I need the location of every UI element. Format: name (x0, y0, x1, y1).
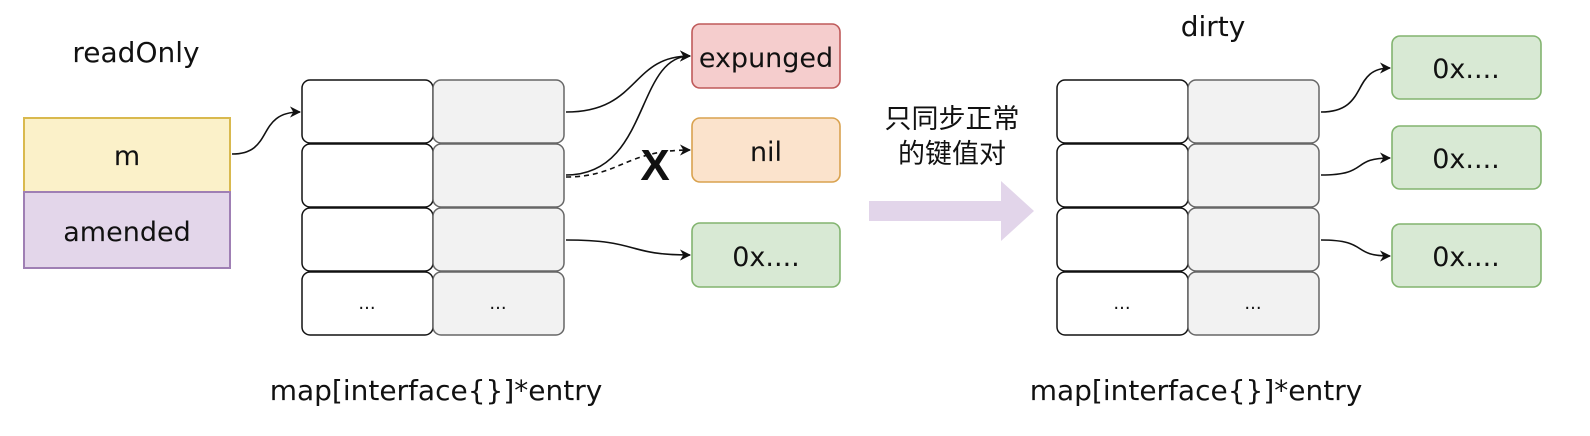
dirty-value-cell (1187, 207, 1320, 272)
not-synced-mark: X (640, 141, 669, 190)
readonly-ellipsis-key: ... (358, 293, 375, 314)
dirty-value-cell (1187, 79, 1320, 144)
dirty-entry-pointer (1391, 35, 1542, 100)
dirty-key-cell (1056, 79, 1189, 144)
entry-nil-label: nil (750, 137, 782, 168)
readonly-field-amended (23, 191, 231, 269)
dirty-title: dirty (1181, 10, 1246, 43)
dirty-map-grid (1056, 79, 1320, 336)
dirty-ellipsis-key: ... (1113, 293, 1130, 314)
sync-note-line1: 只同步正常 (885, 104, 1020, 135)
value-to-expunged-arrow (565, 50, 692, 176)
dirty-value-to-pointer-arrow (1320, 239, 1392, 262)
entry-nil (691, 117, 841, 183)
dirty-value-to-pointer-arrow (1320, 62, 1392, 113)
entry-pointer-label: 0x.... (732, 242, 800, 273)
sync-note-line2: 的键值对 (898, 139, 1006, 170)
dirty-entry-pointer-label: 0x.... (1432, 54, 1500, 85)
dirty-value-cell (1187, 271, 1320, 336)
entry-pointer (691, 222, 841, 288)
dirty-value-cell (1187, 143, 1320, 208)
dirty-entry-pointer (1391, 223, 1542, 288)
readonly-value-cell (432, 207, 565, 272)
readonly-value-cell (432, 79, 565, 144)
copy-to-dirty-arrow (869, 181, 1034, 241)
dirty-entry-pointer-label: 0x.... (1432, 242, 1500, 273)
dirty-entry-pointer-label: 0x.... (1432, 144, 1500, 175)
readonly-field-m (23, 117, 231, 193)
readonly-ellipsis-value: ... (489, 293, 506, 314)
readonly-key-cell (301, 79, 434, 144)
readonly-key-cell (301, 207, 434, 272)
dirty-value-to-pointer-arrow (1320, 152, 1392, 176)
dirty-key-cell (1056, 207, 1189, 272)
readonly-field-amended-label: amended (63, 217, 190, 248)
dirty-entry-pointer (1391, 125, 1542, 190)
readonly-key-cell (301, 143, 434, 208)
entry-expunged-label: expunged (699, 43, 833, 74)
dirty-key-cell (1056, 143, 1189, 208)
entry-expunged (691, 23, 841, 89)
readonly-value-cell (432, 271, 565, 336)
dirty-map-type-label: map[interface{}]*entry (1030, 374, 1363, 407)
readonly-value-cell (432, 143, 565, 208)
m-to-map-arrow (231, 106, 302, 155)
readonly-map-type-label: map[interface{}]*entry (270, 374, 603, 407)
readonly-title: readOnly (72, 36, 199, 69)
readonly-map-grid (301, 79, 565, 336)
readonly-field-m-label: m (114, 141, 140, 172)
dirty-ellipsis-value: ... (1244, 293, 1261, 314)
value-to-expunged-arrow (565, 50, 692, 113)
value-to-pointer-arrow (565, 239, 692, 261)
